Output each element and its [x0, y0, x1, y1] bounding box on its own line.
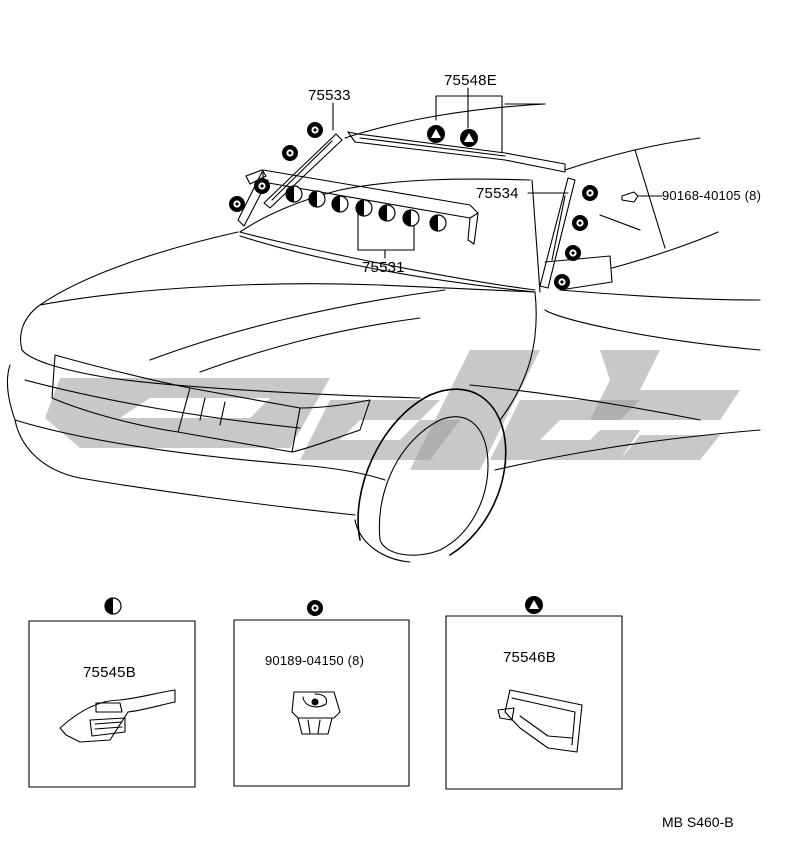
car-outline — [6, 103, 761, 563]
watermark — [45, 350, 740, 470]
symbols-main — [229, 122, 598, 290]
part-label-75546b: 75546B — [503, 649, 556, 666]
part-label-75534: 75534 — [476, 185, 519, 202]
part-label-75531: 75531 — [362, 259, 405, 276]
part-label-75533: 75533 — [308, 87, 351, 104]
molding-75534 — [539, 177, 576, 289]
detail-box-90189 — [233, 600, 410, 787]
part-label-75548e: 75548E — [444, 72, 497, 89]
part-label-75545b: 75545B — [83, 664, 136, 681]
diagram-reference-code: MB S460-B — [662, 814, 734, 830]
molding-75548e — [347, 131, 566, 173]
detail-box-75545b — [28, 597, 196, 788]
leader-lines — [332, 87, 663, 259]
detail-box-75546b — [445, 596, 623, 790]
part-label-90189-04150: 90189-04150 (8) — [265, 653, 365, 668]
molding-75533 — [263, 133, 343, 209]
part-label-90168-40105: 90168-40105 (8) — [662, 188, 762, 203]
